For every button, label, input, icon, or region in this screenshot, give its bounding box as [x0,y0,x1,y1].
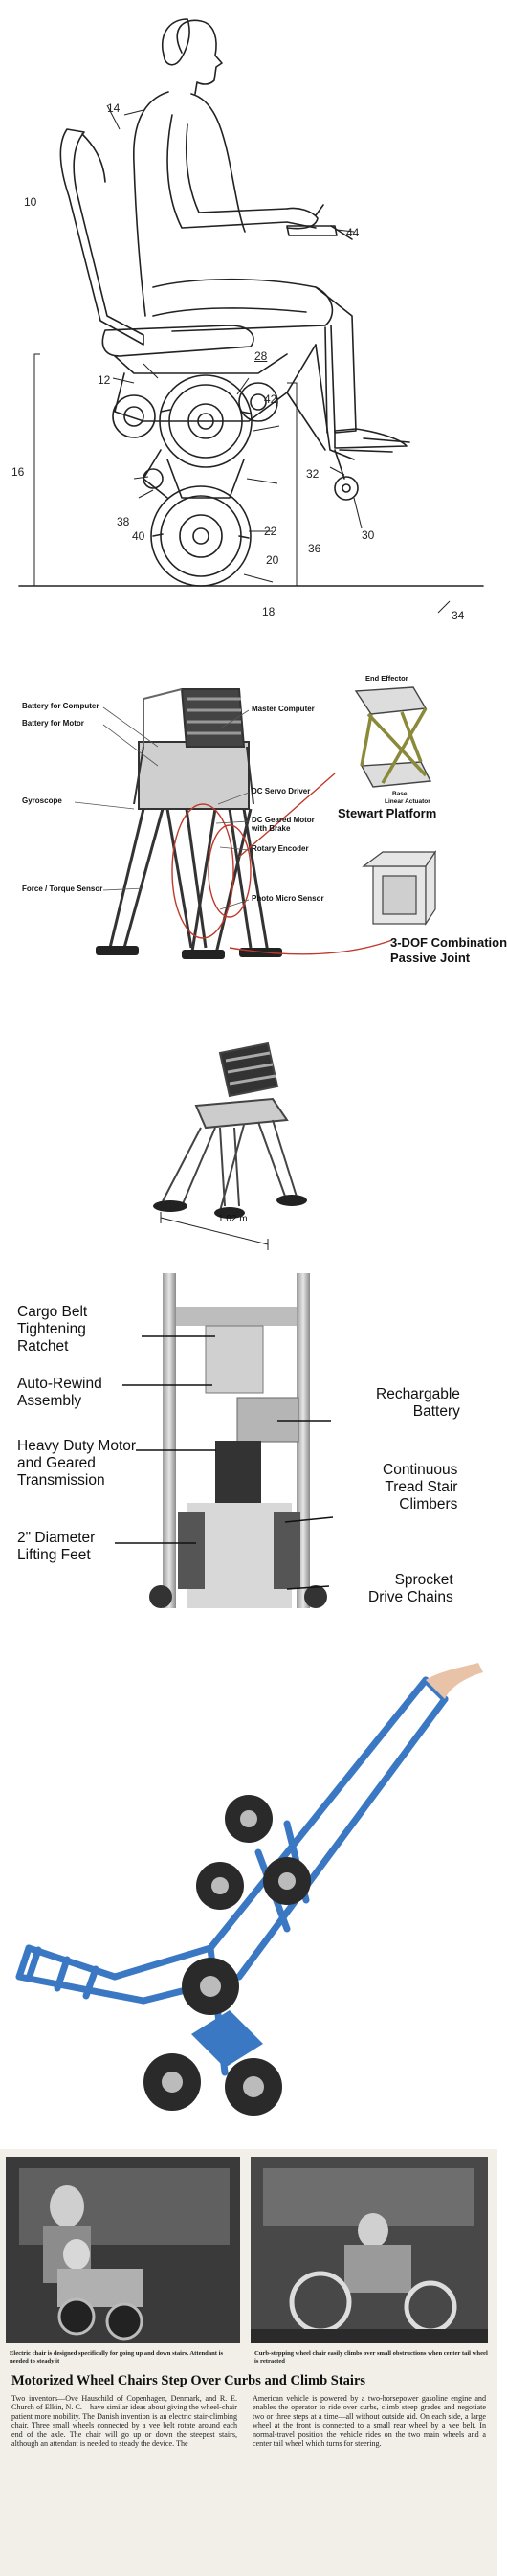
walker-robot-drawing [153,1042,307,1250]
patent-label-36: 36 [308,542,321,555]
patent-label-16: 16 [11,465,25,479]
stair-climber-photo [115,1273,334,1608]
patent-label-10: 10 [24,195,37,209]
patent-label-40: 40 [132,529,145,543]
walker-dimension-label: 1.02 m [218,1214,248,1224]
patent-label-12: 12 [98,373,111,387]
patent-label-30: 30 [362,528,375,542]
patent-label-38: 38 [117,515,130,528]
patent-label-20: 20 [266,553,279,567]
robot-label-master-computer: Master Computer [252,705,315,713]
robot-label-gyroscope: Gyroscope [22,796,62,805]
article-column-left: Two inventors—Ove Hauschild of Copenhage… [11,2394,237,2449]
caption-right: Curb-stepping wheel chair easily climbs … [254,2350,488,2364]
patent-label-32: 32 [306,467,320,481]
patent-label-28: 28 [254,349,268,363]
robot-label-linear-actuator: Linear Actuator [385,798,430,805]
robot-label-force-sensor: Force / Torque Sensor [22,885,103,893]
climber-label-auto-rewind: Auto-Rewind Assembly [17,1376,102,1409]
robot-label-servo-driver: DC Servo Driver [252,787,311,795]
patent-label-22: 22 [264,525,277,538]
robot-label-battery-computer: Battery for Computer [22,702,99,710]
patent-label-18: 18 [262,605,276,618]
robot-label-end-effector: End Effector [365,674,408,683]
robot-label-geared-motor: DC Geared Motor with Brake [252,816,315,833]
robot-label-photo-sensor: Photo Micro Sensor [252,894,324,903]
robot-label-base: Base [392,791,408,797]
patent-label-14: 14 [107,101,121,115]
article-photos [6,2157,488,2343]
patent-label-42: 42 [264,392,277,406]
climber-label-heavy-motor: Heavy Duty Motor and Geared Transmission [17,1438,137,1489]
article-panel: Electric chair is designed specifically … [0,2149,497,2576]
caption-left: Electric chair is designed specifically … [10,2350,224,2364]
robot-label-dof-line1: 3-DOF Combination [390,935,507,950]
article-column-right: American vehicle is powered by a two-hor… [253,2394,486,2449]
patent-drawing-panel: 10 14 44 28 12 42 16 38 40 22 32 36 30 2… [0,0,497,632]
patent-drawing [18,18,484,614]
patent-label-34: 34 [452,609,465,622]
climber-label-battery: Rechargable Battery [376,1386,460,1420]
climber-label-cargo-belt: Cargo Belt Tightening Ratchet [17,1304,88,1355]
climber-label-tread: Continuous Tread Stair Climbers [383,1462,458,1512]
robot-label-stewart-platform: Stewart Platform [338,806,437,820]
walker-robot-panel: 1.02 m [0,1015,497,1259]
stair-climber-panel: Cargo Belt Tightening Ratchet Auto-Rewin… [0,1273,497,1637]
climber-label-lifting-feet: 2" Diameter Lifting Feet [17,1530,96,1563]
climber-label-sprocket: Sprocket Drive Chains [368,1572,453,1605]
patent-label-44: 44 [346,226,360,239]
robot-diagram-panel: Battery for Computer Battery for Motor G… [0,670,507,1010]
article-headline: Motorized Wheel Chairs Step Over Curbs a… [11,2373,366,2388]
robot-diagram [74,686,437,959]
hand-truck-panel [0,1661,497,2139]
hand-truck-photo [15,1663,483,2116]
robot-label-dof-line2: Passive Joint [390,951,471,965]
robot-label-rotary-encoder: Rotary Encoder [252,844,309,853]
robot-label-battery-motor: Battery for Motor [22,719,84,728]
